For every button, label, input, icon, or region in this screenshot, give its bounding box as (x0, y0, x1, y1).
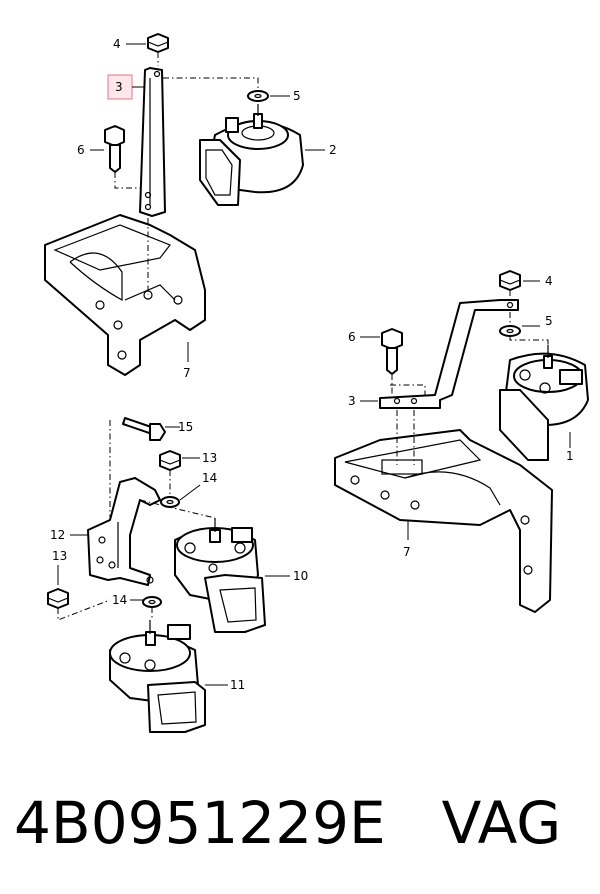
nut-top (147, 33, 169, 53)
callout-2: 2 (329, 143, 337, 157)
callout-6-right: 6 (348, 330, 356, 344)
callout-13-top: 13 (202, 451, 217, 465)
highlight-box (107, 74, 133, 100)
horn-middle (174, 518, 266, 633)
callout-14-left: 14 (112, 593, 127, 607)
nut-bottom-lower (47, 588, 69, 609)
mounting-strap-top (139, 67, 166, 217)
callout-4-top: 4 (113, 37, 121, 51)
callout-6-top: 6 (77, 143, 85, 157)
support-bracket-right (334, 429, 553, 613)
horn-right (499, 345, 589, 461)
horn-top (199, 104, 304, 206)
callout-7-top: 7 (183, 366, 191, 380)
washer-top (247, 90, 269, 102)
bolt-bottom (122, 417, 166, 441)
callout-12: 12 (50, 528, 65, 542)
nut-right (499, 270, 521, 291)
bolt-right (381, 328, 403, 375)
callout-14-top: 14 (202, 471, 217, 485)
washer-bottom-upper (160, 496, 180, 508)
washer-bottom-lower (142, 596, 162, 608)
brand-name: VAG (441, 789, 562, 857)
washer-right (499, 325, 521, 337)
callout-5-top: 5 (293, 89, 301, 103)
bolt-top (104, 125, 125, 173)
support-bracket-top (44, 214, 206, 376)
callout-5-right: 5 (545, 314, 553, 328)
callout-3-right: 3 (348, 394, 356, 408)
bracket-plate (87, 477, 161, 586)
callout-10: 10 (293, 569, 308, 583)
parts-diagram: 4 3 5 6 2 7 4 5 6 3 1 7 15 13 14 12 13 1… (44, 33, 589, 733)
part-number: 4B0951229E (14, 789, 386, 857)
assembly-right (334, 270, 589, 613)
mounting-strap-right (379, 299, 519, 409)
callout-7-right: 7 (403, 545, 411, 559)
horn-bottom (109, 620, 206, 733)
assembly-top-left (44, 33, 325, 376)
callout-13-left: 13 (52, 549, 67, 563)
nut-bottom-upper (159, 450, 181, 471)
callout-1: 1 (566, 449, 574, 463)
assembly-bottom-left (47, 417, 290, 733)
callout-15: 15 (178, 420, 193, 434)
part-caption: 4B0951229E VAG (14, 788, 594, 868)
callout-3-top: 3 (115, 80, 123, 94)
callout-4-right: 4 (545, 274, 553, 288)
callout-11: 11 (230, 678, 245, 692)
